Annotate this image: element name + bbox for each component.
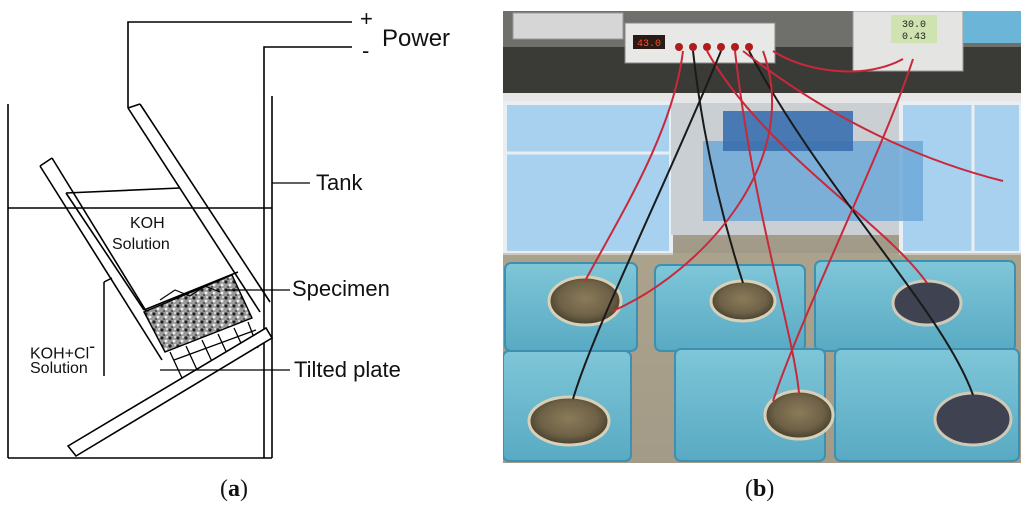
power-wires: [127, 21, 352, 108]
schematic-drawing: [7, 21, 352, 459]
tilted-plate-label: Tilted plate: [294, 357, 401, 382]
tank-outline: [7, 96, 273, 459]
koh-solution-line1: KOH: [130, 215, 165, 232]
supply-readout-top: 30.0: [902, 20, 926, 31]
koh-cl-line2: Solution: [30, 360, 88, 377]
chloride-superscript: -: [89, 336, 96, 356]
specimen-supports: [169, 321, 259, 379]
power-plus-label: +: [360, 6, 373, 31]
koh-solution-line2: Solution: [112, 236, 170, 253]
schematic-diagram: + - Power Tank KOH Solution KOH+Cl- Solu…: [0, 0, 500, 509]
cables: [572, 50, 1004, 402]
photo-drawing: 43.0 30.0 0.43: [502, 10, 1023, 463]
experiment-photo: 43.0 30.0 0.43: [502, 10, 1023, 463]
cabinet-left: [503, 101, 673, 255]
specimen-dishes: [527, 275, 1013, 447]
specimen-label: Specimen: [292, 276, 390, 301]
specimen-block: [143, 274, 253, 353]
meter-readout: 43.0: [637, 39, 661, 50]
tilted-plate: [66, 326, 274, 458]
koh-cl-text: KOH+Cl: [30, 345, 90, 363]
caption-b: (b): [745, 476, 775, 502]
koh-cl-line1: KOH+Cl-: [30, 336, 95, 363]
leader-lines: [160, 182, 310, 371]
tank-label: Tank: [316, 170, 363, 195]
caption-a: (a): [220, 476, 248, 502]
supply-readout-bottom: 0.43: [902, 32, 926, 43]
power-label: Power: [382, 25, 451, 52]
power-minus-label: -: [362, 38, 370, 63]
